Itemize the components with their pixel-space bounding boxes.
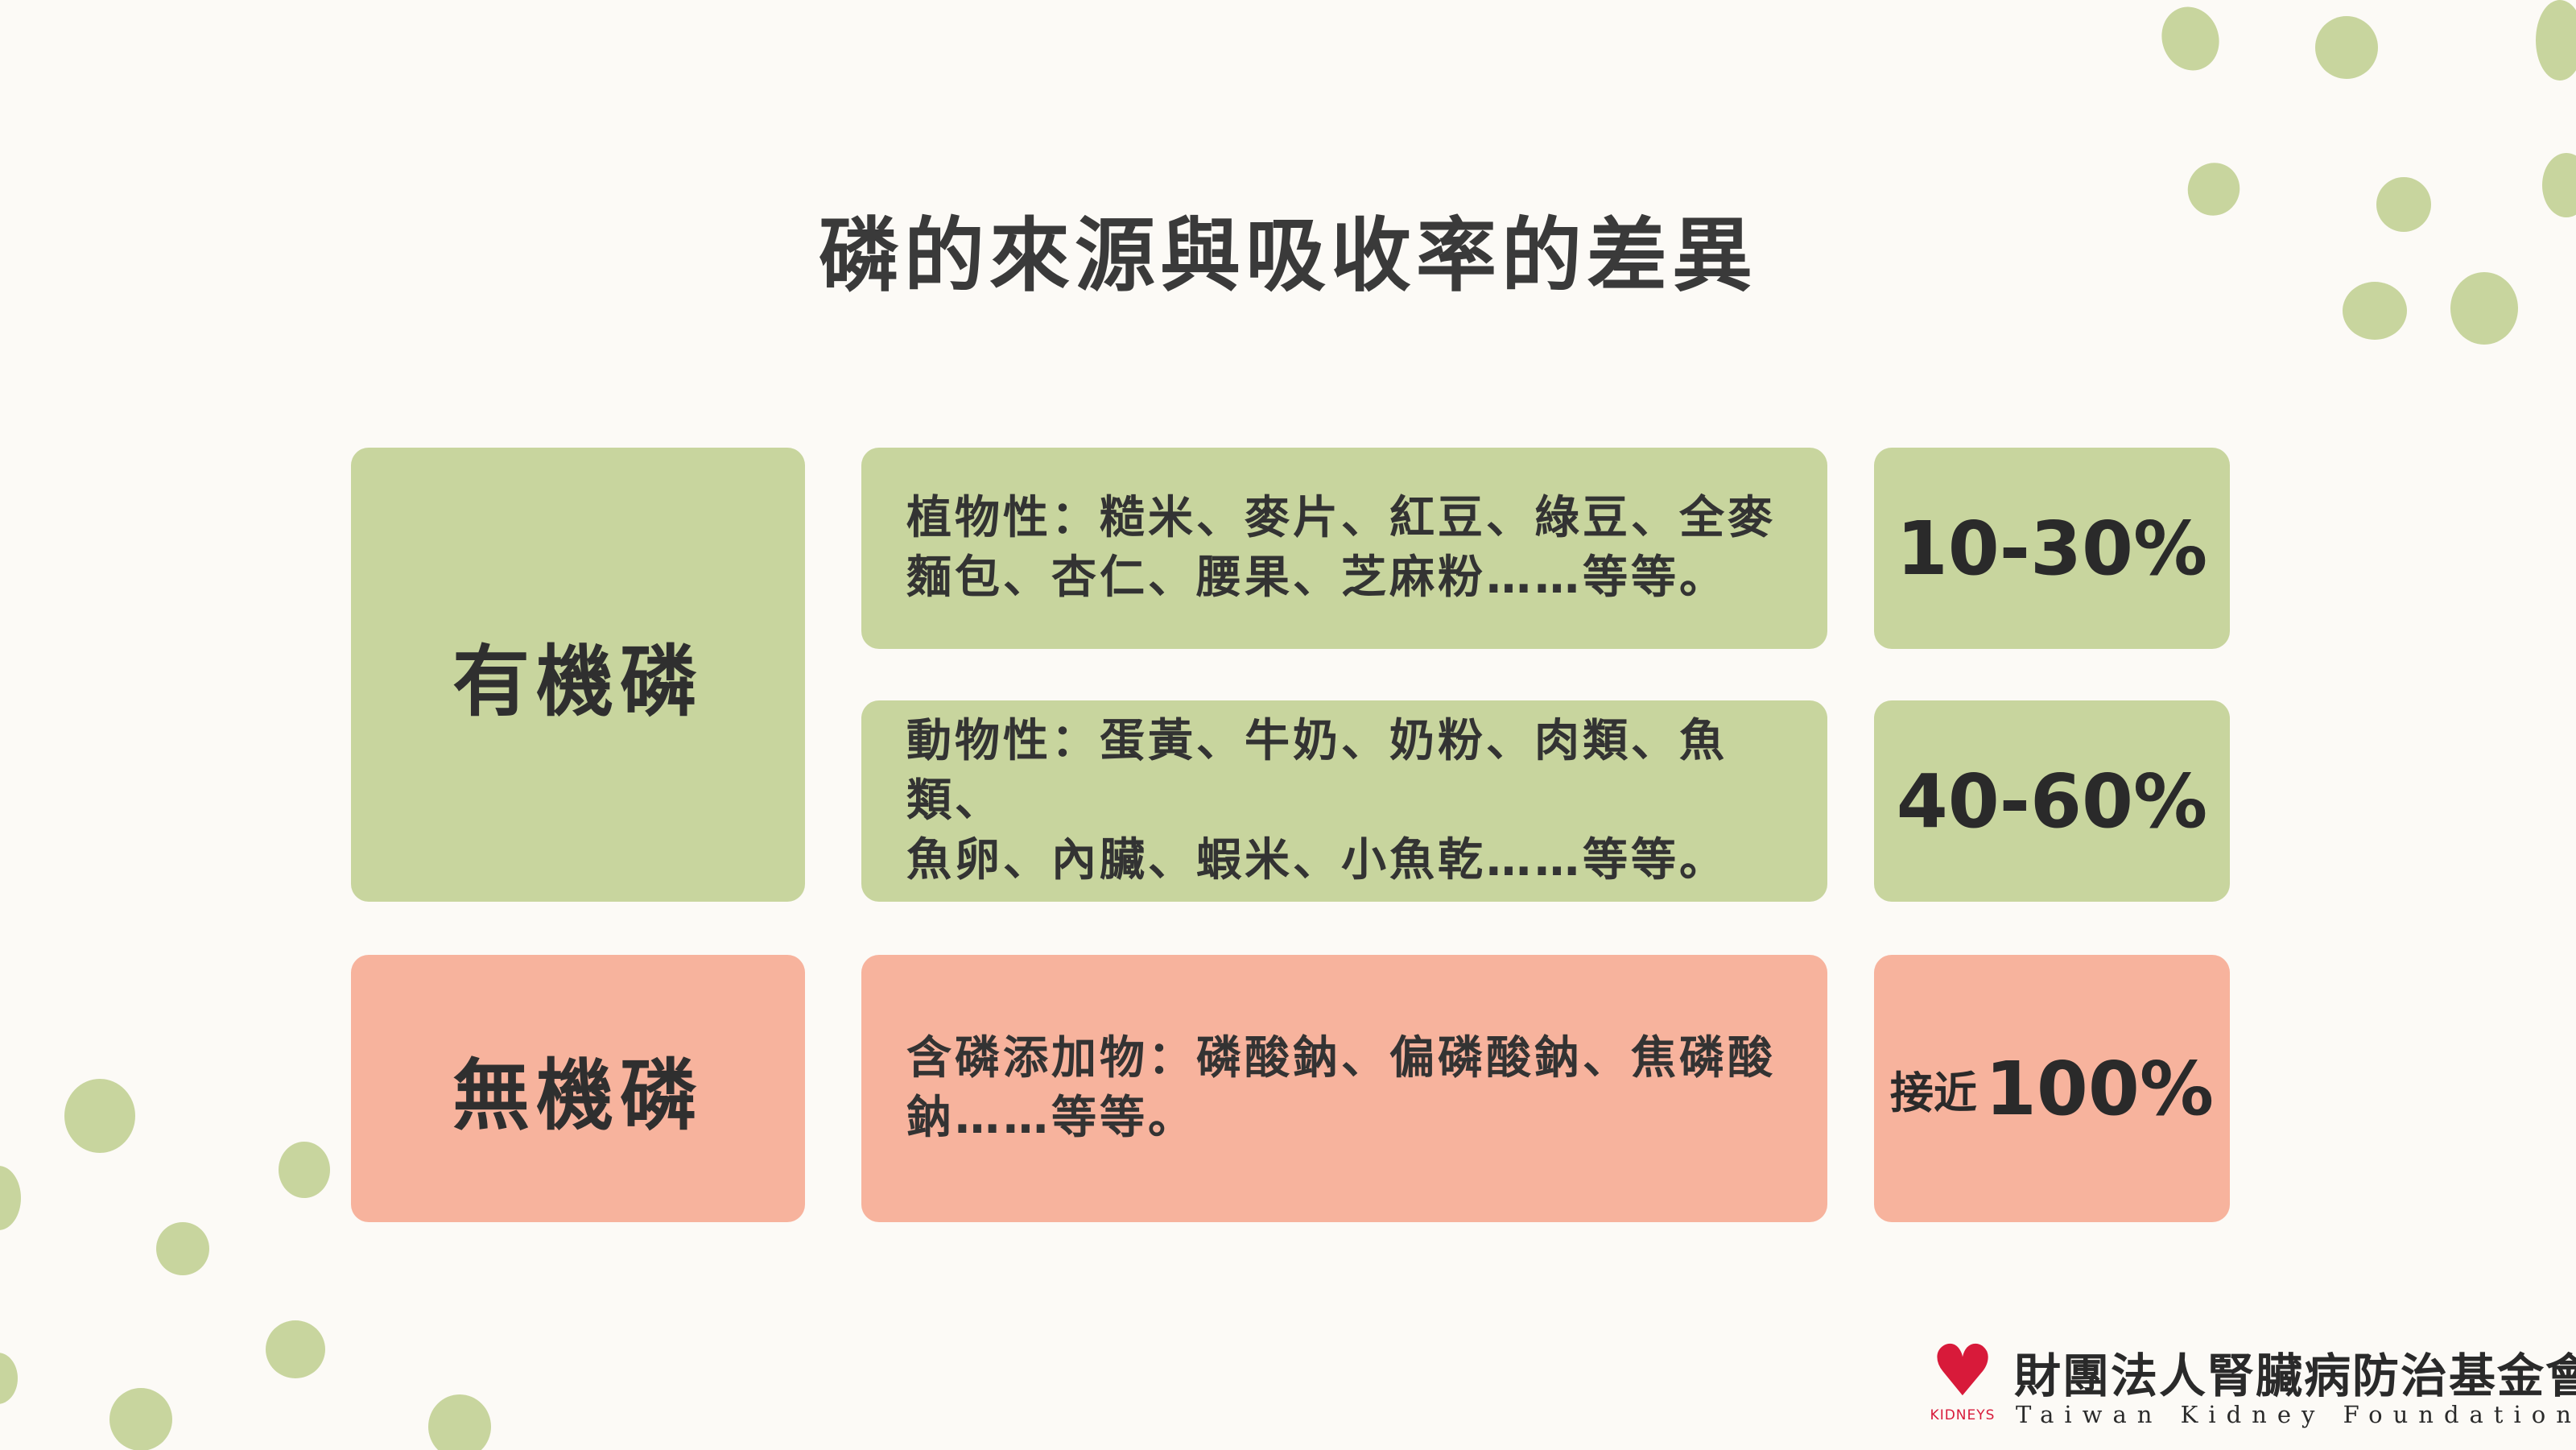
page-title: 磷的來源與吸收率的差異	[819, 209, 1757, 303]
additive-absorption-rate: 接近 100%	[1874, 955, 2230, 1222]
animal-source-line: 動物性：蛋黃、牛奶、奶粉、肉類、魚類、	[906, 715, 1728, 828]
animal-absorption-rate: 40-60%	[1874, 700, 2230, 902]
decor-dot	[109, 1388, 172, 1450]
additive-source-line: 鈉……等等。	[906, 1092, 1196, 1144]
decor-dot	[2542, 153, 2576, 217]
foundation-name-en: Taiwan Kidney Foundation	[2016, 1401, 2576, 1428]
decor-dot	[0, 1166, 21, 1230]
additive-source-box: 含磷添加物：磷酸鈉、偏磷酸鈉、焦磷酸 鈉……等等。	[861, 955, 1827, 1222]
decor-dot	[428, 1394, 491, 1450]
animal-source-text: 動物性：蛋黃、牛奶、奶粉、肉類、魚類、 魚卵、內臟、蝦米、小魚乾……等等。	[906, 712, 1782, 890]
inorganic-phosphorus-label: 無機磷	[351, 955, 805, 1222]
decor-dot	[0, 1353, 18, 1404]
foundation-name-zh: 財團法人腎臟病防治基金會	[2014, 1349, 2576, 1403]
additive-source-text: 含磷添加物：磷酸鈉、偏磷酸鈉、焦磷酸 鈉……等等。	[906, 1029, 1776, 1148]
plant-source-text: 植物性：糙米、麥片、紅豆、綠豆、全麥 麵包、杏仁、腰果、芝麻粉……等等。	[906, 489, 1776, 608]
logo-badge: ♥ KIDNEYS	[1924, 1336, 2001, 1433]
decor-dot	[64, 1079, 135, 1153]
decor-dot	[156, 1222, 209, 1275]
decor-dot	[279, 1142, 330, 1198]
additive-source-line: 含磷添加物：磷酸鈉、偏磷酸鈉、焦磷酸	[906, 1032, 1776, 1085]
organic-phosphorus-label: 有機磷	[351, 448, 805, 902]
decor-dot	[266, 1320, 325, 1378]
foundation-logo: ♥ KIDNEYS 財團法人腎臟病防治基金會 Taiwan Kidney Fou…	[1924, 1336, 2576, 1433]
plant-source-line: 植物性：糙米、麥片、紅豆、綠豆、全麥	[906, 492, 1776, 545]
decor-dot	[2376, 177, 2431, 232]
animal-source-box: 動物性：蛋黃、牛奶、奶粉、肉類、魚類、 魚卵、內臟、蝦米、小魚乾……等等。	[861, 700, 1827, 902]
logo-badge-text: KIDNEYS	[1930, 1407, 1996, 1423]
decor-dot	[2315, 16, 2378, 79]
plant-absorption-rate: 10-30%	[1874, 448, 2230, 649]
inorganic-phosphorus-text: 無機磷	[452, 1050, 704, 1141]
additive-rate-value: 100%	[1984, 1045, 2215, 1132]
animal-source-line: 魚卵、內臟、蝦米、小魚乾……等等。	[906, 833, 1728, 886]
additive-rate-prefix: 接近	[1889, 1067, 1977, 1118]
plant-source-line: 麵包、杏仁、腰果、芝麻粉……等等。	[906, 551, 1728, 604]
heart-icon: ♥	[1930, 1329, 1995, 1412]
decor-dot	[2343, 282, 2407, 340]
plant-rate-value: 10-30%	[1896, 505, 2208, 592]
decor-dot	[2536, 0, 2576, 81]
organic-phosphorus-text: 有機磷	[452, 636, 704, 727]
animal-rate-value: 40-60%	[1896, 758, 2208, 845]
decor-dot	[2153, 0, 2228, 79]
decor-dot	[2450, 272, 2518, 345]
plant-source-box: 植物性：糙米、麥片、紅豆、綠豆、全麥 麵包、杏仁、腰果、芝麻粉……等等。	[861, 448, 1827, 649]
